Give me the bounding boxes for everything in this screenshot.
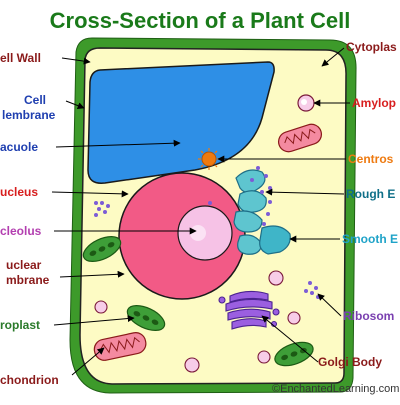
label-mitochondrion: chondrion xyxy=(0,373,59,387)
label-cell-membrane-line2: lembrane xyxy=(2,108,56,122)
label-centrosome: Centros xyxy=(348,152,394,166)
rough-er xyxy=(233,169,267,255)
label-amyloplast: Amylop xyxy=(352,96,396,110)
vesicles xyxy=(94,270,301,373)
label-ribosomes: Ribosom xyxy=(343,309,394,323)
label-pointers xyxy=(51,47,350,376)
chloroplast-right xyxy=(274,341,314,367)
chloroplast-left xyxy=(82,236,122,262)
label-cell-membrane-line1: Cell xyxy=(24,93,46,107)
nucleolus-core xyxy=(190,225,206,241)
smooth-er xyxy=(259,225,291,255)
chloroplast-bottom xyxy=(126,305,166,331)
diagram-title: Cross-Section of a Plant Cell xyxy=(50,8,351,33)
label-cytoplasm: Cytoplas xyxy=(346,40,397,54)
label-nuclear-membrane-line1: uclear xyxy=(6,258,42,272)
credit-text: ©EnchantedLearning.com xyxy=(272,383,399,395)
golgi-body xyxy=(218,290,280,330)
label-nucleus: ucleus xyxy=(0,185,38,199)
label-vacuole: acuole xyxy=(0,140,38,154)
label-rough-er: Rough E xyxy=(346,187,395,201)
label-golgi-body: Golgi Body xyxy=(318,355,382,369)
label-chloroplast: roplast xyxy=(0,318,40,332)
amyloplast-core xyxy=(301,99,307,105)
label-cell-wall: ell Wall xyxy=(0,51,41,65)
label-nuclear-membrane-line2: mbrane xyxy=(6,273,50,287)
mitochondrion-top xyxy=(277,123,323,153)
label-smooth-er: Smooth E xyxy=(342,232,398,246)
vacuole xyxy=(87,61,275,184)
label-nucleolus: cleolus xyxy=(0,224,42,238)
mitochondrion-bottom xyxy=(93,332,147,361)
